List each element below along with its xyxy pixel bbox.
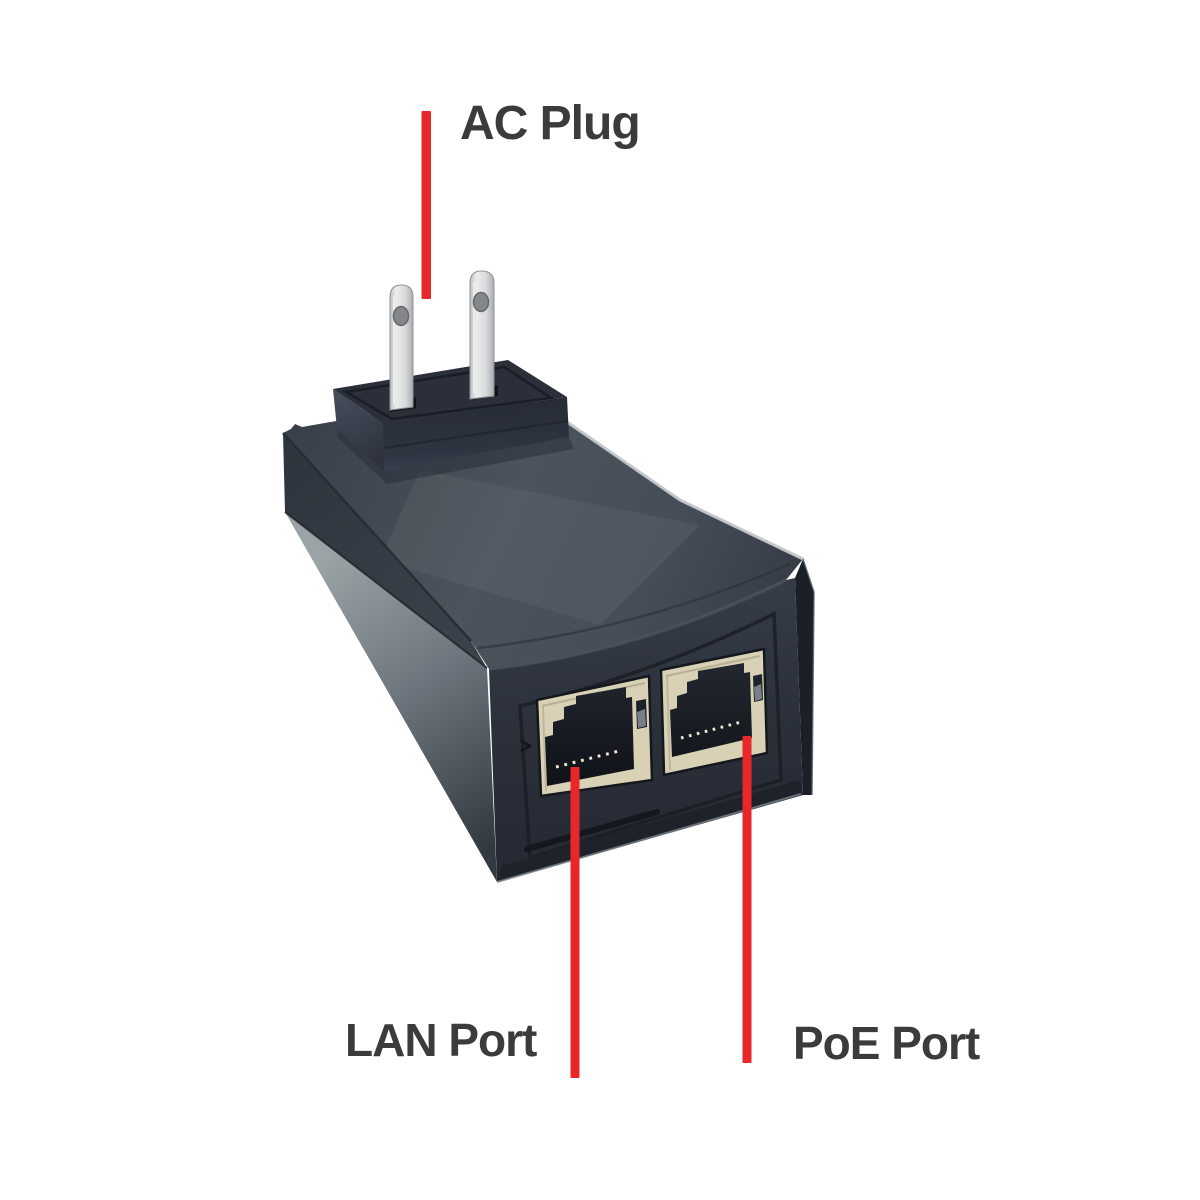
adapter-body — [282, 388, 815, 883]
lan-port-callout-line — [570, 767, 580, 1078]
left-side-face — [285, 512, 497, 882]
plug-base-step-line — [383, 420, 569, 449]
poe-port-callout-line — [742, 736, 752, 1063]
plug-base-shadow-left — [337, 429, 387, 484]
lan-port-label: LAN Port — [345, 1014, 537, 1066]
ac-plug-label: AC Plug — [460, 97, 641, 150]
poe-port-pins — [680, 720, 742, 740]
plug-base-left-face — [333, 389, 384, 471]
case-seam-line — [284, 511, 488, 669]
plug-base-top-inset — [342, 365, 555, 421]
poe-port-cavity — [670, 663, 752, 757]
plug-base-shadow — [384, 437, 574, 484]
poe-port-label: PoE Port — [793, 1017, 980, 1069]
lan-port-cavity — [545, 687, 634, 786]
front-arrow-mark — [520, 739, 532, 753]
prong-hole — [392, 305, 410, 327]
lan-port — [535, 674, 654, 798]
right-edge-highlight — [802, 558, 815, 796]
prong-hole — [472, 291, 490, 313]
top-left-chamfer — [283, 433, 487, 668]
top-ridge-line — [282, 432, 472, 642]
ac-plug-callout-line — [421, 111, 431, 299]
annotation-lines — [421, 111, 752, 1078]
front-groove-dash — [524, 809, 660, 852]
lan-port-contact-sliver — [637, 709, 646, 728]
poe-port-frame-shade-top — [665, 655, 761, 677]
front-bevel-line-upper — [477, 562, 791, 650]
poe-port — [659, 647, 769, 777]
lan-port-frame-shade-left — [542, 705, 547, 792]
poe-port-frame-shade-left — [666, 675, 671, 771]
lan-port-pins — [555, 749, 620, 769]
top-face-sheen — [380, 470, 700, 625]
adapter-device — [282, 270, 815, 883]
poe-port-contact-sliver — [754, 684, 762, 701]
ac-prong-left — [389, 284, 414, 411]
right-side-sliver — [795, 559, 814, 795]
ac-prong-right — [469, 270, 495, 400]
front-bevel-line — [488, 578, 787, 671]
front-inset-groove — [518, 611, 783, 861]
